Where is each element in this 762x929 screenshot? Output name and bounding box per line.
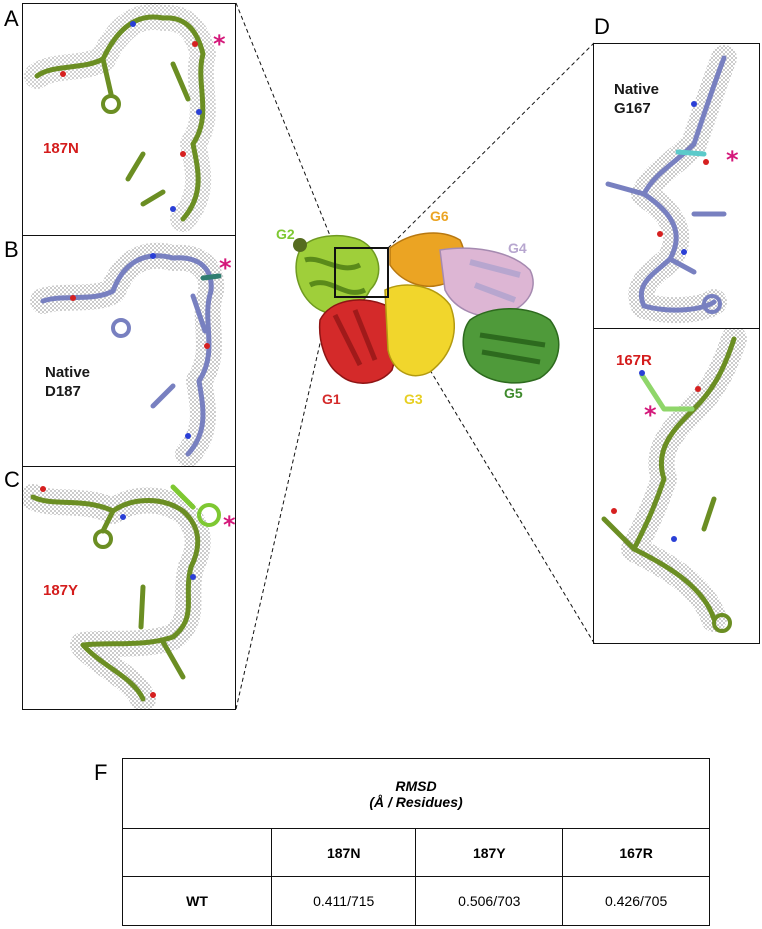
domain-label-g2: G2 bbox=[276, 226, 295, 242]
mutation-marker-b: * bbox=[219, 254, 232, 282]
native-label-b: Native D187 bbox=[45, 363, 90, 401]
rmsd-title-line2: (Å / Residues) bbox=[369, 793, 463, 810]
mutation-marker-d: * bbox=[726, 146, 739, 174]
native-label-d-line1: Native bbox=[614, 81, 660, 98]
rmsd-table: RMSD (Å / Residues) 187N 187Y 167R WT 0.… bbox=[122, 758, 710, 926]
col-header-167R: 167R bbox=[562, 828, 710, 877]
native-label-b-line1: Native bbox=[45, 364, 91, 381]
mutation-marker-a: * bbox=[213, 30, 226, 58]
domain-g4 bbox=[439, 247, 534, 317]
header-empty-cell bbox=[122, 828, 272, 877]
mutation-marker-e: * bbox=[644, 401, 657, 429]
density-map-c bbox=[23, 484, 221, 709]
structure-panel-b: Native D187 * bbox=[22, 235, 236, 467]
rmsd-title-line1: RMSD bbox=[395, 777, 437, 794]
panel-letter-b: B bbox=[4, 237, 19, 262]
domain-g1 bbox=[318, 299, 399, 384]
domain-label-g5: G5 bbox=[504, 385, 523, 401]
zoom-box bbox=[334, 247, 389, 298]
density-map-d bbox=[605, 45, 737, 324]
structure-panel-e: 167R * bbox=[593, 328, 760, 644]
density-map-e bbox=[601, 329, 747, 633]
table-row: WT 0.411/715 0.506/703 0.426/705 bbox=[122, 876, 710, 926]
panel-letter-a: A bbox=[4, 6, 19, 31]
domain-g5 bbox=[462, 308, 560, 384]
panel-letter-d: D bbox=[594, 14, 610, 39]
domain-g3 bbox=[384, 284, 455, 377]
panel-letter-c: C bbox=[4, 467, 20, 492]
mutation-label-e: 167R bbox=[616, 352, 652, 369]
zoom-lines bbox=[235, 2, 595, 710]
structure-panel-c: 187Y * bbox=[22, 466, 236, 710]
density-map-a bbox=[24, 4, 216, 232]
rmsd-table-title: RMSD (Å / Residues) bbox=[122, 758, 710, 829]
cell-wt-167R: 0.426/705 bbox=[562, 876, 710, 926]
structure-panel-d: Native G167 * bbox=[593, 43, 760, 330]
domain-label-g4: G4 bbox=[508, 240, 527, 256]
mutation-label-c: 187Y bbox=[43, 582, 79, 599]
row-label-wt: WT bbox=[122, 876, 272, 926]
mutation-label-a: 187N bbox=[43, 140, 79, 157]
col-header-187N: 187N bbox=[270, 828, 417, 877]
panel-letter-f: F bbox=[94, 760, 108, 785]
cell-wt-187Y: 0.506/703 bbox=[415, 876, 564, 926]
domain-label-g3: G3 bbox=[404, 391, 423, 407]
cell-wt-187N: 0.411/715 bbox=[270, 876, 417, 926]
density-map-b bbox=[30, 242, 225, 466]
native-label-d-line2: G167 bbox=[614, 100, 651, 117]
mutation-marker-c: * bbox=[223, 511, 236, 539]
col-header-187Y: 187Y bbox=[415, 828, 564, 877]
domain-label-g6: G6 bbox=[430, 208, 449, 224]
domain-g2 bbox=[293, 234, 380, 315]
native-label-d: Native G167 bbox=[614, 80, 659, 118]
native-label-b-line2: D187 bbox=[45, 383, 81, 400]
domain-label-g1: G1 bbox=[322, 391, 341, 407]
